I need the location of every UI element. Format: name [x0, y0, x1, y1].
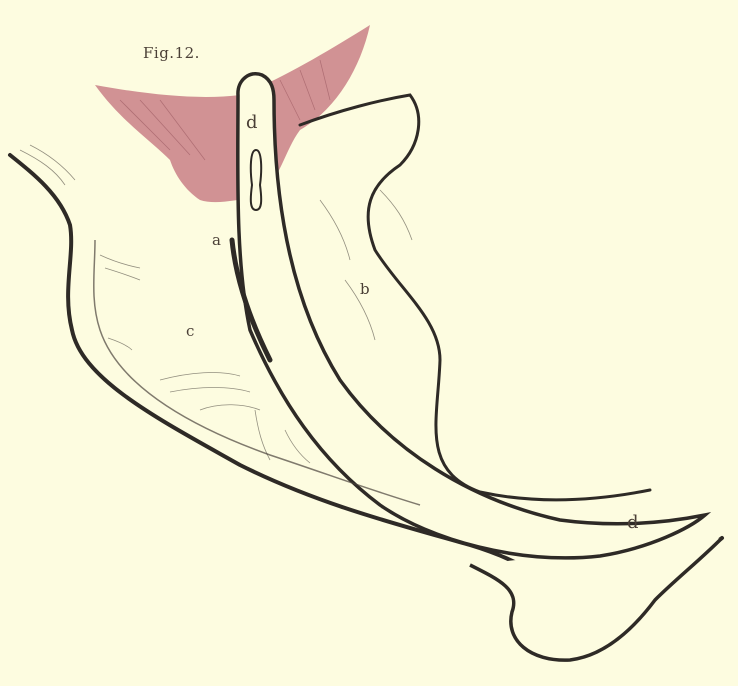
label-b: b	[360, 282, 370, 297]
tube-slot	[251, 150, 261, 210]
label-a: a	[212, 233, 221, 248]
label-d-right: d	[627, 514, 639, 532]
figure-title: Fig.12.	[143, 46, 200, 61]
label-c: c	[186, 324, 194, 339]
central-tube	[238, 74, 705, 558]
label-d-top: d	[246, 114, 258, 132]
